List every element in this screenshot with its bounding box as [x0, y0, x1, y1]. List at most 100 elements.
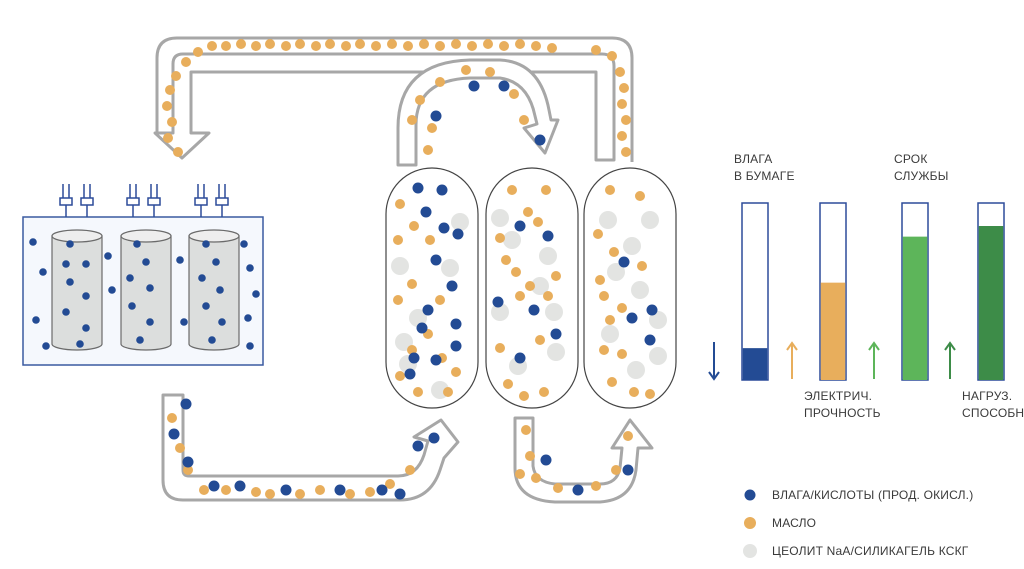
oil-particle: [521, 425, 531, 435]
oil-particle: [295, 489, 305, 499]
bushings: [59, 184, 229, 217]
oil-particle: [599, 345, 609, 355]
arrow-up-icon: [786, 341, 798, 379]
moisture-particle: [42, 342, 50, 350]
moisture-particle: [180, 318, 188, 326]
moisture-particle: [420, 206, 432, 218]
moisture-particle: [430, 354, 442, 366]
oil-particle: [207, 41, 217, 51]
oil-particle: [251, 41, 261, 51]
oil-particle: [385, 479, 395, 489]
moisture-particle: [202, 240, 210, 248]
oil-particle: [171, 71, 181, 81]
moisture-particle: [422, 304, 434, 316]
oil-particle: [591, 45, 601, 55]
sorbent-granule: [441, 259, 459, 277]
moisture-particle: [240, 240, 248, 248]
gauge-fill: [742, 348, 768, 380]
moisture-particle: [182, 456, 194, 468]
oil-particle: [181, 57, 191, 67]
legend-swatch: [744, 517, 756, 529]
oil-particle: [443, 387, 453, 397]
legend-swatch: [743, 544, 757, 558]
sorbent-granule: [531, 277, 549, 295]
oil-particle: [435, 77, 445, 87]
gauge-label: СРОК: [894, 152, 928, 166]
oil-particle: [515, 291, 525, 301]
sorbent-granule: [545, 303, 563, 321]
legend-label: МАСЛО: [772, 516, 816, 530]
sorbent-granule: [601, 325, 619, 343]
moisture-particle: [404, 368, 416, 380]
moisture-particle: [528, 304, 540, 316]
moisture-particle: [136, 336, 144, 344]
oil-particle: [533, 217, 543, 227]
moisture-particle: [646, 304, 658, 316]
oil-particle: [407, 279, 417, 289]
moisture-particle: [146, 284, 154, 292]
moisture-particle: [430, 254, 442, 266]
moisture-particle: [572, 484, 584, 496]
oil-particle: [535, 335, 545, 345]
oil-particle: [605, 315, 615, 325]
moisture-particle: [436, 184, 448, 196]
arrow-up-icon: [944, 341, 956, 379]
oil-particle: [607, 51, 617, 61]
oil-particle: [175, 443, 185, 453]
oil-particle: [251, 487, 261, 497]
oil-particle: [605, 185, 615, 195]
oil-particle: [511, 267, 521, 277]
oil-particle: [495, 233, 505, 243]
oil-particle: [635, 191, 645, 201]
oil-particle: [393, 295, 403, 305]
sorbent-granule: [547, 343, 565, 361]
sorbent-granule: [491, 303, 509, 321]
sorbent-granule: [409, 309, 427, 327]
oil-particle: [221, 41, 231, 51]
gauge-label: НАГРУЗ.: [962, 389, 1012, 403]
oil-particle: [515, 469, 525, 479]
oil-particle: [365, 487, 375, 497]
oil-particle: [162, 101, 172, 111]
moisture-particle: [252, 290, 260, 298]
moisture-particle: [450, 340, 462, 352]
legend-item-oil: МАСЛО: [744, 516, 816, 530]
oil-particle: [621, 115, 631, 125]
oil-particle: [541, 185, 551, 195]
moisture-particle: [246, 264, 254, 272]
oil-particle: [609, 247, 619, 257]
arrow-up-icon: [868, 341, 880, 379]
arrow-down-icon: [708, 342, 720, 381]
moisture-particle: [446, 280, 458, 292]
oil-particle: [423, 145, 433, 155]
sorbent-granule: [607, 263, 625, 281]
oil-particle: [621, 147, 631, 157]
oil-particle: [637, 261, 647, 271]
moisture-particle: [492, 296, 504, 308]
moisture-particle: [542, 230, 554, 242]
moisture-particle: [146, 318, 154, 326]
oil-particle: [311, 41, 321, 51]
moisture-particle: [66, 240, 74, 248]
oil-particle: [543, 291, 553, 301]
oil-particle: [167, 117, 177, 127]
gauge-fill: [820, 282, 846, 380]
legend-item-moisture: ВЛАГА/КИСЛОТЫ (ПРОД. ОКИСЛ.): [744, 488, 973, 502]
oil-particle: [483, 39, 493, 49]
moisture-particle: [66, 278, 74, 286]
gauge-load: НАГРУЗ.СПОСОБН.: [944, 202, 1024, 420]
oil-particle: [451, 39, 461, 49]
moisture-particle: [644, 334, 656, 346]
moisture-particle: [39, 268, 47, 276]
oil-particle: [615, 67, 625, 77]
moisture-particle: [622, 464, 634, 476]
moisture-particle: [534, 134, 546, 146]
oil-particle: [341, 41, 351, 51]
oil-particle: [395, 199, 405, 209]
moisture-particle: [498, 80, 510, 92]
legend-swatch: [744, 489, 756, 501]
moisture-particle: [29, 238, 37, 246]
moisture-particle: [133, 240, 141, 248]
